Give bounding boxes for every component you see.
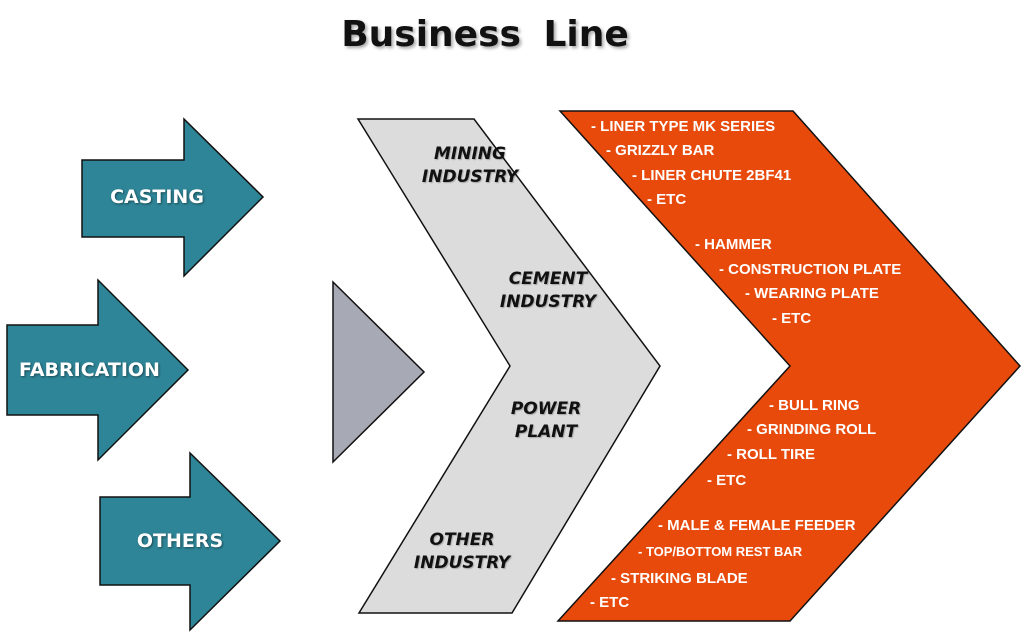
product-item: - ETC bbox=[590, 594, 630, 611]
industry-label-line2: INDUSTRY bbox=[499, 292, 597, 312]
others-arrow-label: OTHERS bbox=[136, 530, 224, 552]
product-item: - ETC bbox=[772, 310, 812, 327]
industry-label-line2: INDUSTRY bbox=[413, 553, 511, 573]
product-item: - MALE & FEMALE FEEDER bbox=[658, 517, 856, 534]
others-arrow-shape bbox=[99, 451, 282, 632]
product-item: - BULL RING bbox=[769, 397, 860, 414]
product-item: - HAMMER bbox=[695, 236, 772, 253]
merge-triangle-shape bbox=[332, 280, 426, 464]
product-item: - GRIZZLY BAR bbox=[606, 142, 715, 159]
industry-label-line2: INDUSTRY bbox=[421, 167, 519, 187]
product-chevron-shape bbox=[556, 110, 1022, 622]
fabrication-arrow-label: FABRICATION bbox=[19, 359, 160, 381]
product-item: - TOP/BOTTOM REST BAR bbox=[638, 544, 803, 559]
product-item: - STRIKING BLADE bbox=[611, 570, 748, 587]
product-item: - WEARING PLATE bbox=[745, 285, 879, 302]
product-item: - GRINDING ROLL bbox=[747, 421, 877, 438]
industry-label-line1: POWER bbox=[510, 399, 582, 419]
industry-label-other: OTHER INDUSTRY bbox=[402, 529, 522, 575]
casting-arrow-label: CASTING bbox=[110, 186, 204, 208]
industry-label-line2: PLANT bbox=[514, 422, 578, 442]
product-item: - ETC bbox=[707, 472, 747, 489]
product-item: - LINER TYPE MK SERIES bbox=[591, 118, 776, 135]
page-title: Business Line bbox=[341, 14, 629, 55]
industry-label-line1: CEMENT bbox=[508, 269, 588, 289]
industry-label-power: POWER PLANT bbox=[486, 398, 606, 444]
industry-label-mining: MINING INDUSTRY bbox=[410, 143, 530, 189]
industry-label-cement: CEMENT INDUSTRY bbox=[488, 268, 608, 314]
casting-arrow-shape bbox=[81, 117, 265, 278]
product-item: - CONSTRUCTION PLATE bbox=[719, 261, 902, 278]
product-item: - ROLL TIRE bbox=[727, 446, 816, 463]
fabrication-arrow-shape bbox=[6, 278, 190, 462]
product-item: - ETC bbox=[647, 191, 687, 208]
industry-label-line1: OTHER bbox=[429, 530, 495, 550]
industry-label-line1: MINING bbox=[434, 144, 506, 164]
industry-chevron-shape bbox=[356, 118, 661, 614]
product-item: - LINER CHUTE 2BF41 bbox=[632, 167, 792, 184]
